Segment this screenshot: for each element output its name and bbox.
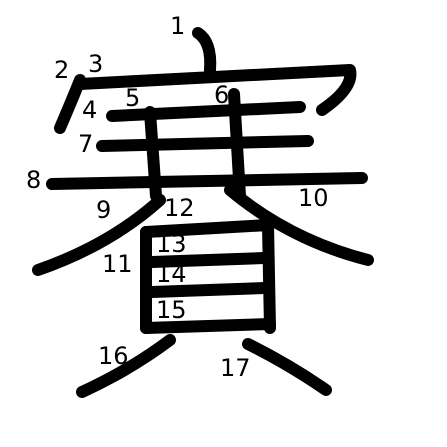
stroke-15 [140, 318, 276, 334]
stroke-10 [224, 184, 374, 266]
stroke-4 [106, 101, 306, 122]
stroke-9 [32, 194, 166, 276]
stroke-number-1: 1 [170, 12, 185, 40]
stroke-number-3: 3 [88, 50, 103, 78]
stroke-1 [192, 27, 217, 76]
stroke-3 [74, 64, 357, 116]
stroke-12 [140, 219, 276, 334]
stroke-17 [242, 338, 332, 396]
stroke-number-15: 15 [156, 296, 187, 324]
stroke-7 [96, 135, 314, 152]
stroke-number-11: 11 [102, 250, 133, 278]
stroke-14 [146, 282, 270, 298]
stroke-8 [46, 172, 368, 190]
stroke-number-5: 5 [125, 84, 140, 112]
stroke-number-9: 9 [96, 196, 111, 224]
stroke-number-2: 2 [54, 56, 69, 84]
stroke-number-13: 13 [156, 230, 187, 258]
stroke-16 [76, 334, 176, 398]
stroke-number-12: 12 [164, 194, 195, 222]
stroke-number-10: 10 [298, 184, 329, 212]
stroke-number-17: 17 [220, 354, 251, 382]
stroke-number-8: 8 [26, 166, 41, 194]
stroke-13 [146, 252, 270, 268]
stroke-number-4: 4 [82, 96, 97, 124]
stroke-number-6: 6 [214, 81, 229, 109]
stroke-number-16: 16 [98, 342, 129, 370]
stroke-number-14: 14 [156, 260, 187, 288]
stroke-number-7: 7 [78, 130, 93, 158]
